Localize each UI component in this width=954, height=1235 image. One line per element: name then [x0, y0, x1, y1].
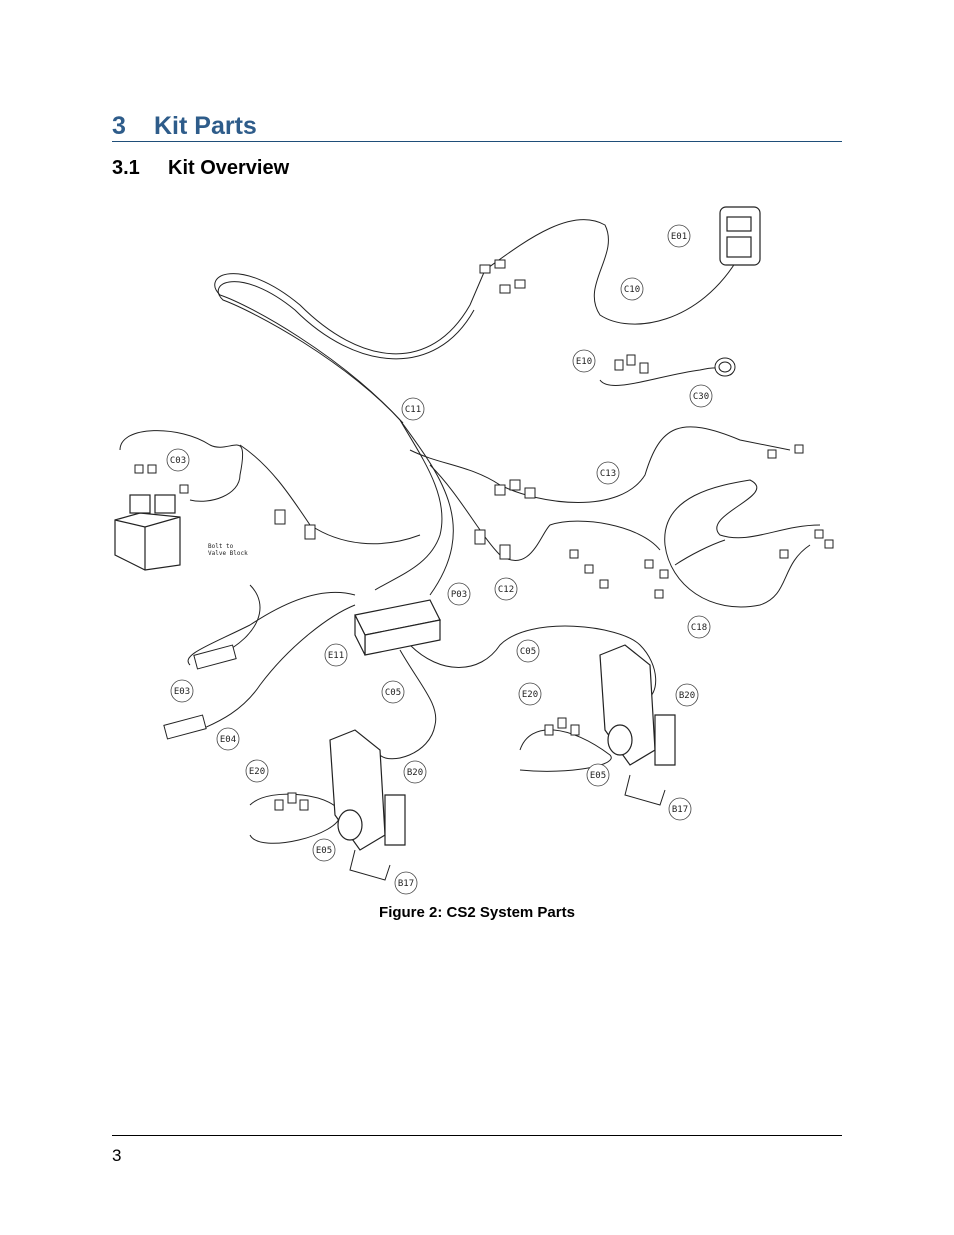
callout-b20-left: B20 [407, 768, 423, 778]
callout-e20-left: E20 [249, 767, 265, 777]
note-line-2: Valve Block [208, 550, 248, 557]
section-heading: 3 Kit Parts [112, 108, 842, 142]
callout-e04: E04 [220, 735, 236, 745]
callout-c05-right: C05 [520, 647, 536, 657]
footer-divider [112, 1135, 842, 1136]
valve-block [114, 494, 181, 571]
callout-b17-left: B17 [398, 879, 414, 889]
section-title: Kit Parts [154, 112, 257, 140]
callout-c11: C11 [405, 405, 421, 415]
callout-c18: C18 [691, 623, 707, 633]
bracket-right [599, 644, 676, 766]
callout-e10: E10 [576, 357, 592, 367]
subsection-title: Kit Overview [168, 157, 290, 179]
callout-b20-right: B20 [679, 691, 695, 701]
callout-c12: C12 [498, 585, 514, 595]
bracket-left [329, 729, 406, 851]
callout-e01: E01 [671, 232, 687, 242]
callout-e05-right: E05 [590, 771, 606, 781]
callout-c13: C13 [600, 469, 616, 479]
figure-caption: Figure 2: CS2 System Parts [379, 904, 575, 921]
subsection-number: 3.1 [112, 157, 140, 179]
callout-c30: C30 [693, 392, 709, 402]
callout-e03: E03 [174, 687, 190, 697]
note-line-1: Bolt to [208, 543, 234, 550]
callout-e11: E11 [328, 651, 344, 661]
callout-e05-left: E05 [316, 846, 332, 856]
system-parts-figure: E01 C10 E10 C30 C11 C03 C13 P03 C12 C18 … [100, 195, 840, 900]
solenoid-stack [354, 599, 441, 656]
display-unit [719, 206, 761, 266]
callout-b17-right: B17 [672, 805, 688, 815]
callout-c03: C03 [170, 456, 186, 466]
callout-e20-right: E20 [522, 690, 538, 700]
callout-c10: C10 [624, 285, 640, 295]
section-number: 3 [112, 112, 126, 140]
callout-c05-left: C05 [385, 688, 401, 698]
callout-p03: P03 [451, 590, 467, 600]
page-number: 3 [112, 1146, 122, 1165]
parts-diagram: E01 C10 E10 C30 C11 C03 C13 P03 C12 C18 … [114, 206, 834, 895]
